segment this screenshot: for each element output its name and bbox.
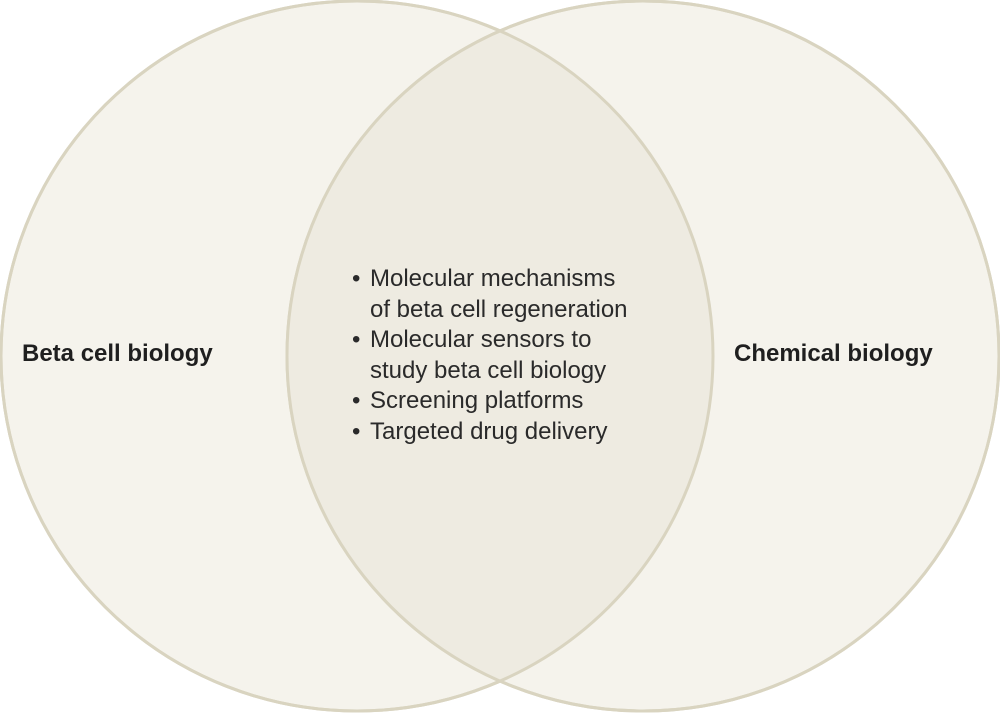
overlap-item-text: study beta cell biology — [370, 356, 607, 384]
bullet-icon: • — [352, 417, 361, 445]
overlap-item-text: Molecular sensors to — [370, 326, 592, 353]
overlap-list-item: • Screening platforms — [352, 386, 628, 417]
overlap-item-text: of beta cell regeneration — [370, 295, 628, 323]
left-set-label: Beta cell biology — [22, 340, 213, 367]
left-set-outline — [0, 0, 715, 713]
overlap-list-item: • Molecular sensors to study beta cell bio… — [352, 325, 628, 386]
overlap-region — [287, 1, 713, 711]
overlap-list-item: • Targeted drug delivery — [352, 417, 628, 448]
right-set-outline — [285, 0, 1000, 713]
bullet-icon: • — [352, 326, 361, 353]
overlap-item-text: Screening platforms — [370, 387, 584, 414]
right-set-label: Chemical biology — [734, 340, 933, 367]
overlap-list-item: • Molecular mechanisms of beta cell regene… — [352, 264, 628, 325]
overlap-item-text: Molecular mechanisms — [370, 265, 616, 292]
overlap-item-text: Targeted drug delivery — [370, 417, 608, 445]
overlap-item-list: • Molecular mechanisms of beta cell regene… — [352, 264, 628, 447]
bullet-icon: • — [352, 387, 361, 414]
bullet-icon: • — [352, 265, 361, 292]
